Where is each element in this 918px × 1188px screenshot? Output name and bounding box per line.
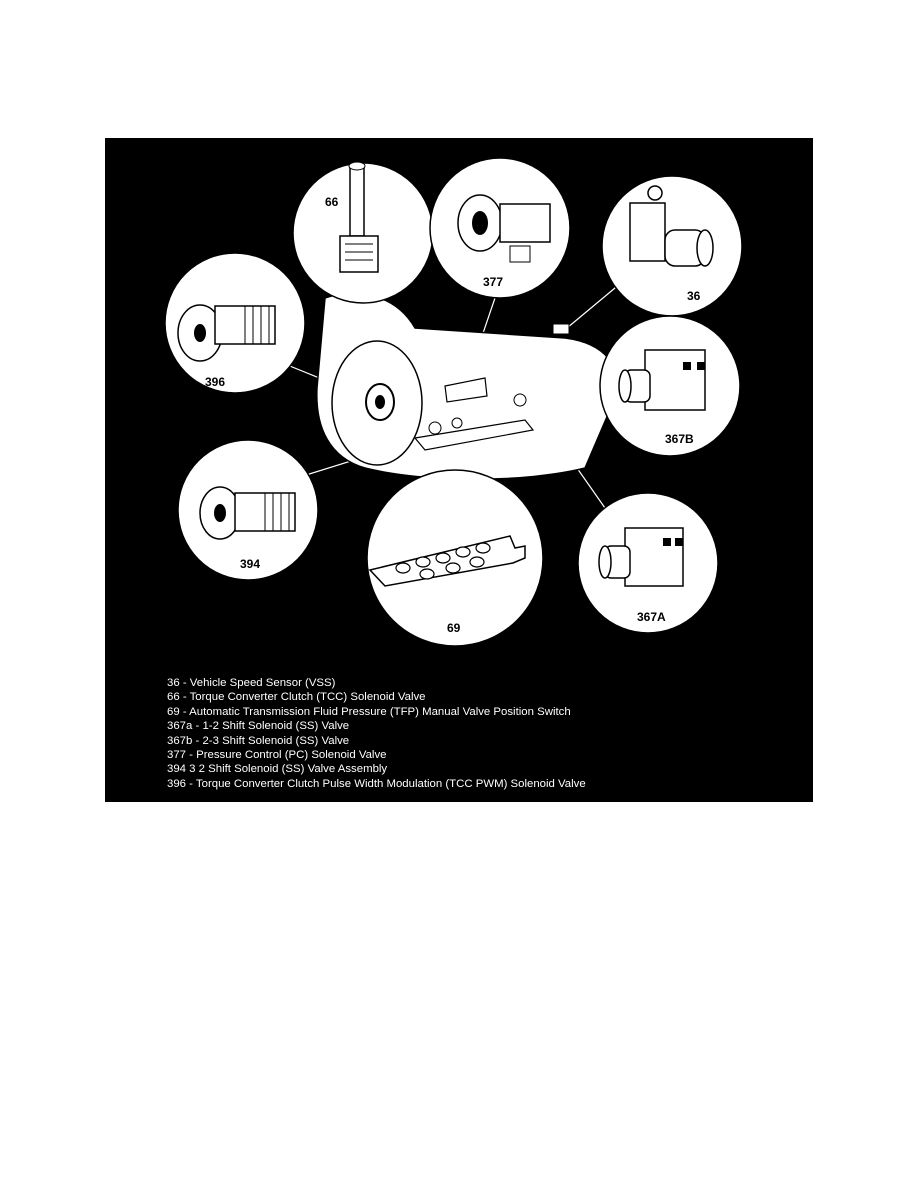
callout-367A-label: 367A [637, 610, 666, 624]
callout-367A: 367A [577, 492, 719, 634]
legend-item: 36 - Vehicle Speed Sensor (VSS) [167, 677, 336, 689]
legend-item: 66 - Torque Converter Clutch (TCC) Solen… [167, 691, 426, 704]
callout-367B: 367B [599, 315, 741, 457]
valve-body [413, 419, 535, 451]
callout-69: 69 [366, 469, 544, 647]
callout-36-label: 36 [687, 289, 701, 303]
callout-367B-label: 367B [665, 432, 694, 446]
callout-69-label: 69 [447, 621, 461, 635]
callout-66-label: 66 [325, 195, 339, 209]
callout-396-label: 396 [205, 375, 225, 389]
legend-item: 394 3 2 Shift Solenoid (SS) Valve Assemb… [167, 763, 388, 776]
callout-394-label: 394 [240, 557, 260, 571]
transmission-assembly [316, 292, 619, 480]
transmission-solenoid-diagram: 66 377 36 396 [105, 138, 813, 802]
legend-item: 367a - 1-2 Shift Solenoid (SS) Valve [167, 720, 350, 733]
callout-377-label: 377 [483, 275, 503, 289]
legend-item: 367b - 2-3 Shift Solenoid (SS) Valve [167, 734, 350, 747]
callout-394: 394 [177, 439, 319, 581]
callout-396: 396 [164, 252, 306, 394]
callout-36: 36 [601, 175, 743, 317]
legend-item: 377 - Pressure Control (PC) Solenoid Val… [167, 749, 387, 762]
diagram-illustration: 66 377 36 396 [164, 157, 743, 647]
legend-item: 69 - Automatic Transmission Fluid Pressu… [167, 705, 571, 718]
legend-item: 396 - Torque Converter Clutch Pulse Widt… [167, 777, 586, 790]
callout-66: 66 [292, 161, 434, 304]
component-legend: 36 - Vehicle Speed Sensor (VSS) 66 - Tor… [167, 676, 586, 791]
callout-377: 377 [429, 157, 571, 299]
